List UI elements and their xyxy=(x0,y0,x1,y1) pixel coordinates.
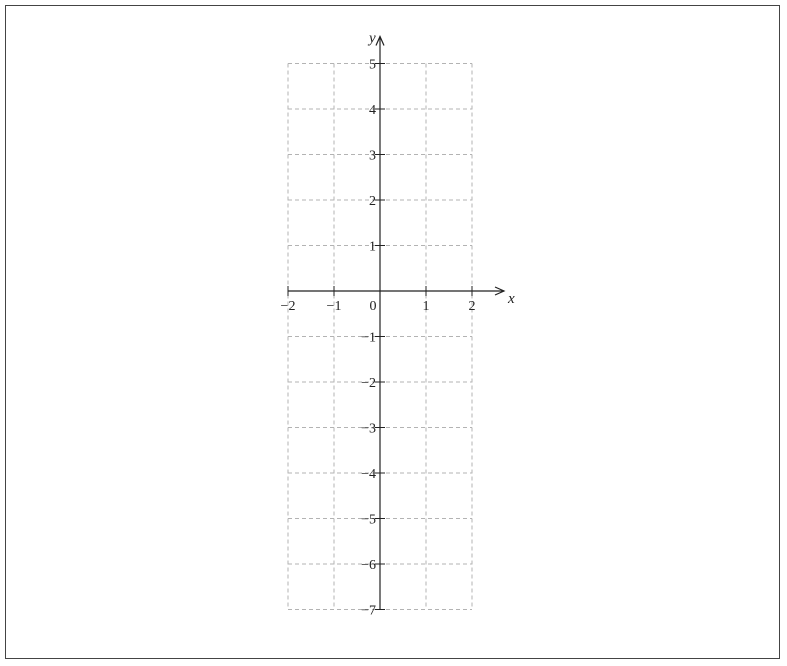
y-tick-label: −6 xyxy=(361,558,376,573)
y-tick-label: −5 xyxy=(361,513,376,528)
y-tick-label: 3 xyxy=(369,149,376,164)
x-axis-arrow xyxy=(494,286,506,296)
y-tick-label: 1 xyxy=(369,240,376,255)
x-tick-label: 0 xyxy=(370,299,377,314)
y-tick-label: 2 xyxy=(369,194,376,209)
y-axis-arrow xyxy=(375,35,385,46)
y-tick-label: −3 xyxy=(361,422,376,437)
labels-layer: −2 −1 0 1 2 −7 −6 −5 −4 −3 −2 −1 1 2 3 4 5 x y xyxy=(281,31,515,619)
y-tick-label: −1 xyxy=(361,331,376,346)
x-axis-label: x xyxy=(507,291,515,307)
x-tick-label: −1 xyxy=(327,299,342,314)
x-tick-label: 2 xyxy=(469,299,476,314)
y-axis-label: y xyxy=(367,31,376,47)
figure-frame xyxy=(5,5,780,659)
y-tick-label: 5 xyxy=(369,58,376,73)
y-tick-label: −4 xyxy=(361,467,376,482)
y-tick-label: 4 xyxy=(369,103,376,118)
y-tick-label: −2 xyxy=(361,376,376,391)
x-tick-label: −2 xyxy=(281,299,296,314)
y-tick-label: −7 xyxy=(361,604,376,619)
x-tick-label: 1 xyxy=(423,299,430,314)
axes-layer xyxy=(287,35,506,610)
